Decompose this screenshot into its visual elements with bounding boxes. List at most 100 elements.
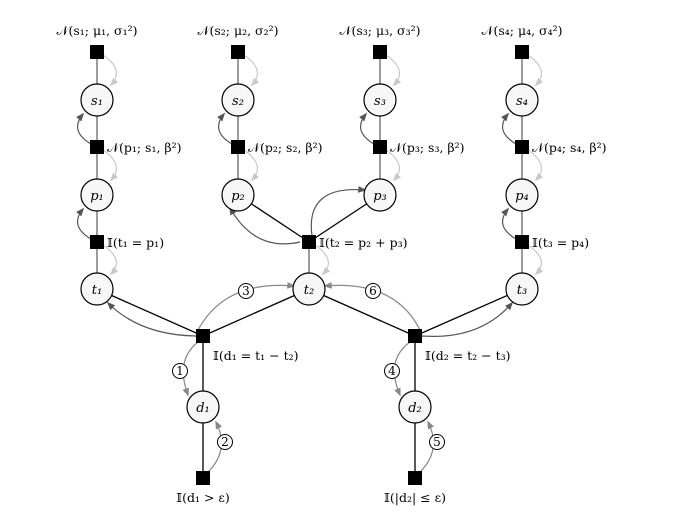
light-message-arrow <box>527 149 544 182</box>
variable-circle <box>80 178 114 212</box>
message-order-1: 1 <box>172 363 188 379</box>
variable-t2: t₂ <box>292 272 326 306</box>
message-order-6: 6 <box>365 283 381 299</box>
factor-team_3: 𝕀(t₃ = p₄) <box>515 235 589 250</box>
variable-circle <box>80 83 114 117</box>
factor-perf_2: 𝒩(p₂; s₂, β²) <box>231 140 323 155</box>
variable-label: d₁ <box>196 401 210 416</box>
factor-prior_4: 𝒩(s₄; μ₄, σ₄²) <box>482 23 563 59</box>
mid-message-arrow <box>323 282 421 331</box>
message-order-4: 4 <box>384 363 400 379</box>
dark-message-arrow <box>229 206 301 245</box>
factor-label: 𝒩(p₄; s₄, β²) <box>532 140 607 155</box>
variable-circle <box>505 272 539 306</box>
light-message-arrow <box>243 149 260 182</box>
edge-t2-diff_2 <box>308 288 416 337</box>
factor-square <box>515 45 529 59</box>
variable-p4: p₄ <box>505 178 539 212</box>
variable-circle <box>292 272 326 306</box>
factor-prior_3: 𝒩(s₃; μ₃, σ₃²) <box>340 23 420 59</box>
light-message-arrow <box>102 149 119 182</box>
variable-s1: s₁ <box>80 83 114 117</box>
order-number: 4 <box>388 364 396 378</box>
edges <box>96 52 523 478</box>
variable-label: s₁ <box>91 94 103 109</box>
factor-square <box>90 45 104 59</box>
factor-square <box>515 140 529 154</box>
variable-label: p₂ <box>231 189 245 204</box>
mid-message-arrow <box>197 282 296 331</box>
factor-team_1: 𝕀(t₁ = p₁) <box>90 235 164 250</box>
dark-message-arrow <box>310 186 367 237</box>
dark-message-arrow <box>501 207 517 240</box>
light-message-arrow <box>243 54 260 87</box>
variable-label: s₃ <box>374 94 386 109</box>
variable-circle <box>505 178 539 212</box>
factor-out_2: 𝕀(|d₂| ≤ ε) <box>384 471 446 505</box>
light-message-arrow <box>527 54 544 87</box>
light-message-arrow <box>385 149 402 182</box>
factor-square <box>408 471 422 485</box>
variable-s3: s₃ <box>363 83 397 117</box>
variable-circle <box>80 272 114 306</box>
variable-circle <box>221 178 255 212</box>
factor-diff_2: 𝕀(d₂ = t₂ − t₃) <box>408 329 511 363</box>
variable-circle <box>505 83 539 117</box>
message-order-5: 5 <box>429 434 445 450</box>
factor-square <box>196 471 210 485</box>
dark-message-arrow <box>501 112 517 145</box>
edge-t1-diff_1 <box>96 288 204 337</box>
factor-team_2: 𝕀(t₂ = p₂ + p₃) <box>302 235 408 250</box>
variable-label: p₃ <box>373 189 387 204</box>
factor-label: 𝕀(t₃ = p₄) <box>532 235 589 250</box>
factor-label: 𝒩(s₄; μ₄, σ₄²) <box>482 23 563 38</box>
factor-square <box>302 235 316 249</box>
order-number: 5 <box>433 435 441 449</box>
factor-label: 𝒩(p₃; s₃, β²) <box>390 140 465 155</box>
dark-message-arrow <box>359 112 375 145</box>
variable-circle <box>186 390 220 424</box>
order-circle <box>365 283 381 299</box>
variable-circle <box>363 178 397 212</box>
order-circle <box>238 283 254 299</box>
variable-p3: p₃ <box>363 178 397 212</box>
variable-s4: s₄ <box>505 83 539 117</box>
message-order-3: 3 <box>238 283 254 299</box>
factor-label: 𝒩(p₂; s₂, β²) <box>248 140 323 155</box>
light-message-arrow <box>314 244 331 276</box>
edge-t2-diff_1 <box>202 288 310 337</box>
order-circle <box>429 434 445 450</box>
factor-perf_4: 𝒩(p₄; s₄, β²) <box>515 140 607 155</box>
order-number: 3 <box>242 284 250 298</box>
factor-prior_2: 𝒩(s₂; μ₂, σ₂²) <box>198 23 279 59</box>
light-message-arrow <box>527 244 544 276</box>
light-message-arrow <box>385 54 402 87</box>
order-circle <box>384 363 400 379</box>
variable-label: t₃ <box>517 283 527 298</box>
factor-diff_1: 𝕀(d₁ = t₁ − t₂) <box>196 329 299 363</box>
order-circle <box>172 363 188 379</box>
variable-d1: d₁ <box>186 390 220 424</box>
dark-message-arrow <box>217 112 233 145</box>
factor-label: 𝒩(s₂; μ₂, σ₂²) <box>198 23 279 38</box>
variable-t1: t₁ <box>80 272 114 306</box>
variable-label: d₂ <box>408 401 422 416</box>
variable-circle <box>398 390 432 424</box>
variable-label: s₂ <box>232 94 244 109</box>
variable-circle <box>221 83 255 117</box>
factor-square <box>373 140 387 154</box>
variable-label: s₄ <box>516 94 528 109</box>
variable-s2: s₂ <box>221 83 255 117</box>
factor-square <box>515 235 529 249</box>
dark-message-arrow <box>421 301 514 337</box>
variable-p2: p₂ <box>221 178 255 212</box>
factor-label: 𝕀(d₁ > ε) <box>176 490 230 505</box>
variable-label: p₄ <box>515 189 529 204</box>
light-message-arrow <box>102 244 119 276</box>
variable-label: t₁ <box>92 283 102 298</box>
factor-square <box>196 329 210 343</box>
factor-label: 𝕀(|d₂| ≤ ε) <box>384 490 446 505</box>
message-order-2: 2 <box>217 434 233 450</box>
light-message-arrow <box>102 54 119 87</box>
